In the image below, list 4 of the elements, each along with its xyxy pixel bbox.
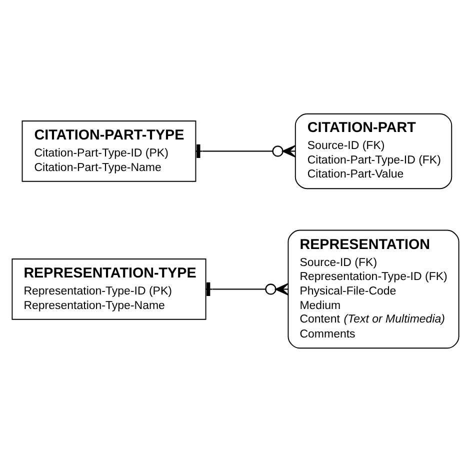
node-box: REPRESENTATION Source-ID (FK) Representation-Type-ID (FK) Physical-File-Code Medium Content (Text or Multimedia) Comments <box>288 229 460 348</box>
node-box: CITATION-PART Source-ID (FK) Citation-Part-Type-ID (FK) Citation-Part-Value <box>294 112 452 189</box>
node-box: CITATION-PART-TYPE Citation-Part-Type-ID (PK) Citation-Part-Type-Name <box>22 120 196 182</box>
node-box: REPRESENTATION-TYPE Representation-Type-ID (PK) Representation-Type-Name <box>12 258 206 320</box>
